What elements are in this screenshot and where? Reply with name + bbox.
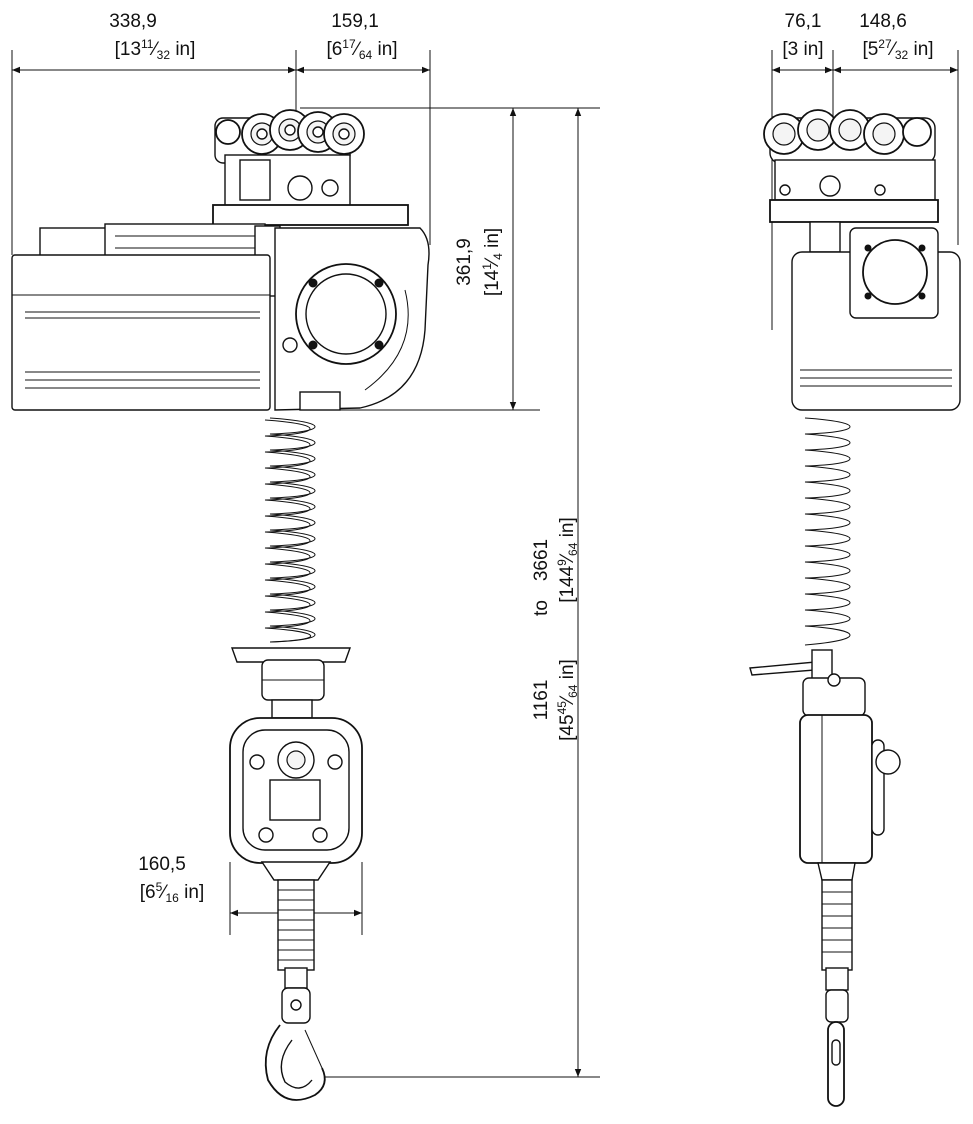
dim-depth-right-mm: 148,6: [859, 11, 907, 32]
side-control-box: [791, 227, 961, 411]
dim-depth-left: 76,1 [3 in]: [782, 11, 823, 60]
control-handle: [229, 717, 363, 881]
hoist-side-view: [749, 109, 961, 1107]
cable-bracket: [231, 647, 351, 719]
side-spring-cable: [804, 417, 851, 646]
dim-height-range: 1161 [4545⁄64 in] to 3661 [1449⁄64 in]: [531, 517, 580, 741]
dim-depth-right: 148,6 [527⁄32 in]: [859, 11, 933, 62]
svg-text:[1311⁄32 in]: [1311⁄32 in]: [115, 37, 196, 62]
svg-text:[4545⁄64 in]: [4545⁄64 in]: [555, 659, 580, 741]
svg-text:[527⁄32 in]: [527⁄32 in]: [862, 37, 933, 62]
side-trolley-wheels: [763, 109, 936, 164]
gearbox: [274, 227, 430, 411]
trolley-wheels: [214, 109, 365, 164]
dim-height-to: to: [531, 600, 552, 616]
svg-text:[617⁄64 in]: [617⁄64 in]: [326, 37, 397, 62]
svg-text:[65⁄16 in]: [65⁄16 in]: [140, 880, 204, 905]
dim-width-right: 159,1 [617⁄64 in]: [326, 11, 397, 62]
side-hook: [825, 989, 849, 1107]
hoist-front-view: [11, 109, 430, 1101]
dim-height-max-mm: 3661: [531, 539, 552, 581]
trolley-frame: [212, 154, 409, 226]
dim-width-total: 338,9 [1311⁄32 in]: [109, 11, 195, 62]
strain-relief: [277, 879, 315, 989]
dim-height-body: 361,9 [141⁄4 in]: [454, 228, 505, 296]
dim-height-body-mm: 361,9: [454, 238, 475, 286]
load-hook: [264, 987, 326, 1101]
control-box: [11, 254, 271, 411]
dim-width-right-mm: 159,1: [331, 11, 379, 32]
dim-height-min-mm: 1161: [531, 680, 552, 721]
side-handle: [799, 714, 901, 864]
dim-depth-left-mm: 76,1: [785, 11, 822, 32]
side-trolley-frame: [769, 159, 939, 253]
svg-text:[141⁄4 in]: [141⁄4 in]: [480, 228, 505, 296]
dim-depth-left-in: [3 in]: [782, 39, 823, 60]
dim-handle-width: 160,5 [65⁄16 in]: [138, 854, 204, 905]
side-strain-relief: [817, 862, 856, 991]
dim-width-total-mm: 338,9: [109, 11, 157, 32]
svg-text:[1449⁄64 in]: [1449⁄64 in]: [555, 517, 580, 603]
dim-handle-width-mm: 160,5: [138, 854, 186, 875]
spring-cable: [264, 417, 316, 643]
side-bracket: [749, 649, 866, 717]
